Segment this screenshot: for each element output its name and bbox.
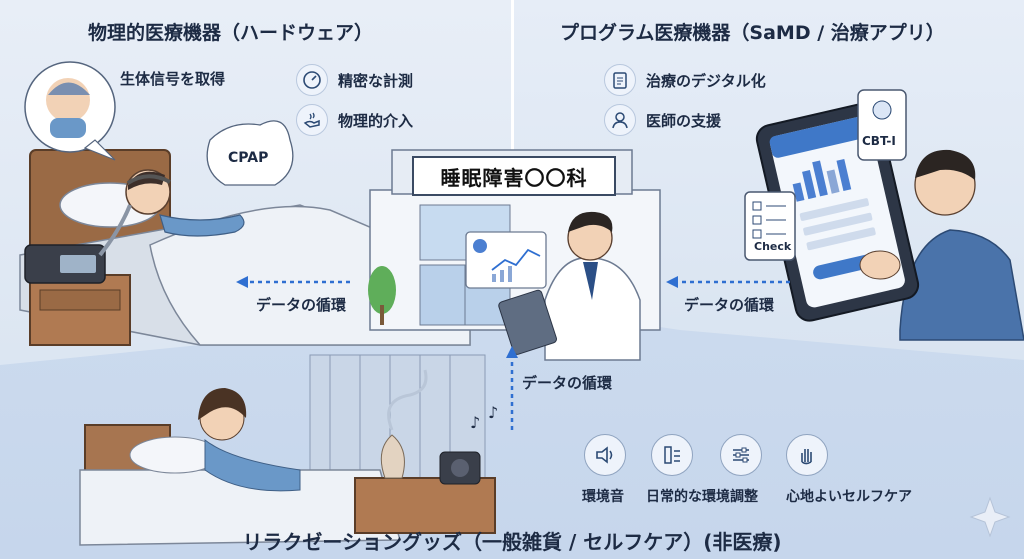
clinic-sign: 睡眠障害〇〇科 (412, 156, 616, 196)
arrow-head-left (236, 276, 248, 288)
speaker-icon (584, 434, 626, 476)
check-label: Check (754, 240, 792, 253)
hand-wave-icon (786, 434, 828, 476)
feature-measurement: 精密な計測 (296, 64, 413, 96)
doctor-illustration (465, 211, 641, 361)
cbt-label: CBT-I (862, 134, 896, 148)
feature-biosignal-label: 生体信号を取得 (120, 70, 226, 88)
flow-arrows (245, 280, 790, 430)
flow-label-left: データの循環 (256, 296, 347, 314)
feature-intervention-label: 物理的介入 (338, 111, 414, 130)
brain-thought-bubble (24, 61, 116, 161)
svg-text:♪: ♪ (488, 403, 498, 422)
relax-title: リラクゼーショングッズ（一般雑貨 / セルフケア）(非医療) (242, 530, 782, 554)
relax-item-environment: 日常的な環境調整 (646, 489, 758, 505)
relax-item-selfcare: 心地よいセルフケア (786, 489, 912, 505)
gauge-icon (296, 64, 328, 96)
sliders-icon (720, 434, 762, 476)
feature-digital-label: 治療のデジタル化 (646, 71, 766, 90)
curtain-icon (651, 434, 693, 476)
relax-item-sound: 環境音 (582, 489, 624, 505)
arrow-head-up (506, 346, 518, 358)
feature-measurement-label: 精密な計測 (338, 71, 414, 90)
clipboard-icon (604, 64, 636, 96)
cpap-label: CPAP (228, 150, 269, 166)
hand-icon (296, 104, 328, 136)
relax-bedroom-illustration: ♪ ♪ (79, 354, 498, 546)
doctor-icon (604, 104, 636, 136)
feature-digital: 治療のデジタル化 (604, 64, 766, 96)
hardware-title: 物理的医療機器（ハードウェア） (88, 22, 374, 44)
arrow-head-right (666, 276, 678, 288)
feature-biosignal: 生体信号を取得 (120, 68, 225, 89)
software-title: プログラム医療機器（SaMD / 治療アプリ） (560, 22, 945, 44)
svg-text:♪: ♪ (470, 413, 480, 432)
feature-doctor-support: 医師の支援 (604, 104, 721, 136)
sparkle-icon (969, 496, 1011, 538)
feature-intervention: 物理的介入 (296, 104, 413, 136)
flow-label-bottom: データの循環 (522, 374, 613, 392)
cpap-bubble (206, 120, 294, 186)
phone-user-illustration (744, 89, 1024, 341)
flow-label-right: データの循環 (684, 296, 775, 314)
feature-doctor-support-label: 医師の支援 (646, 111, 722, 130)
panel-divider (511, 0, 514, 175)
